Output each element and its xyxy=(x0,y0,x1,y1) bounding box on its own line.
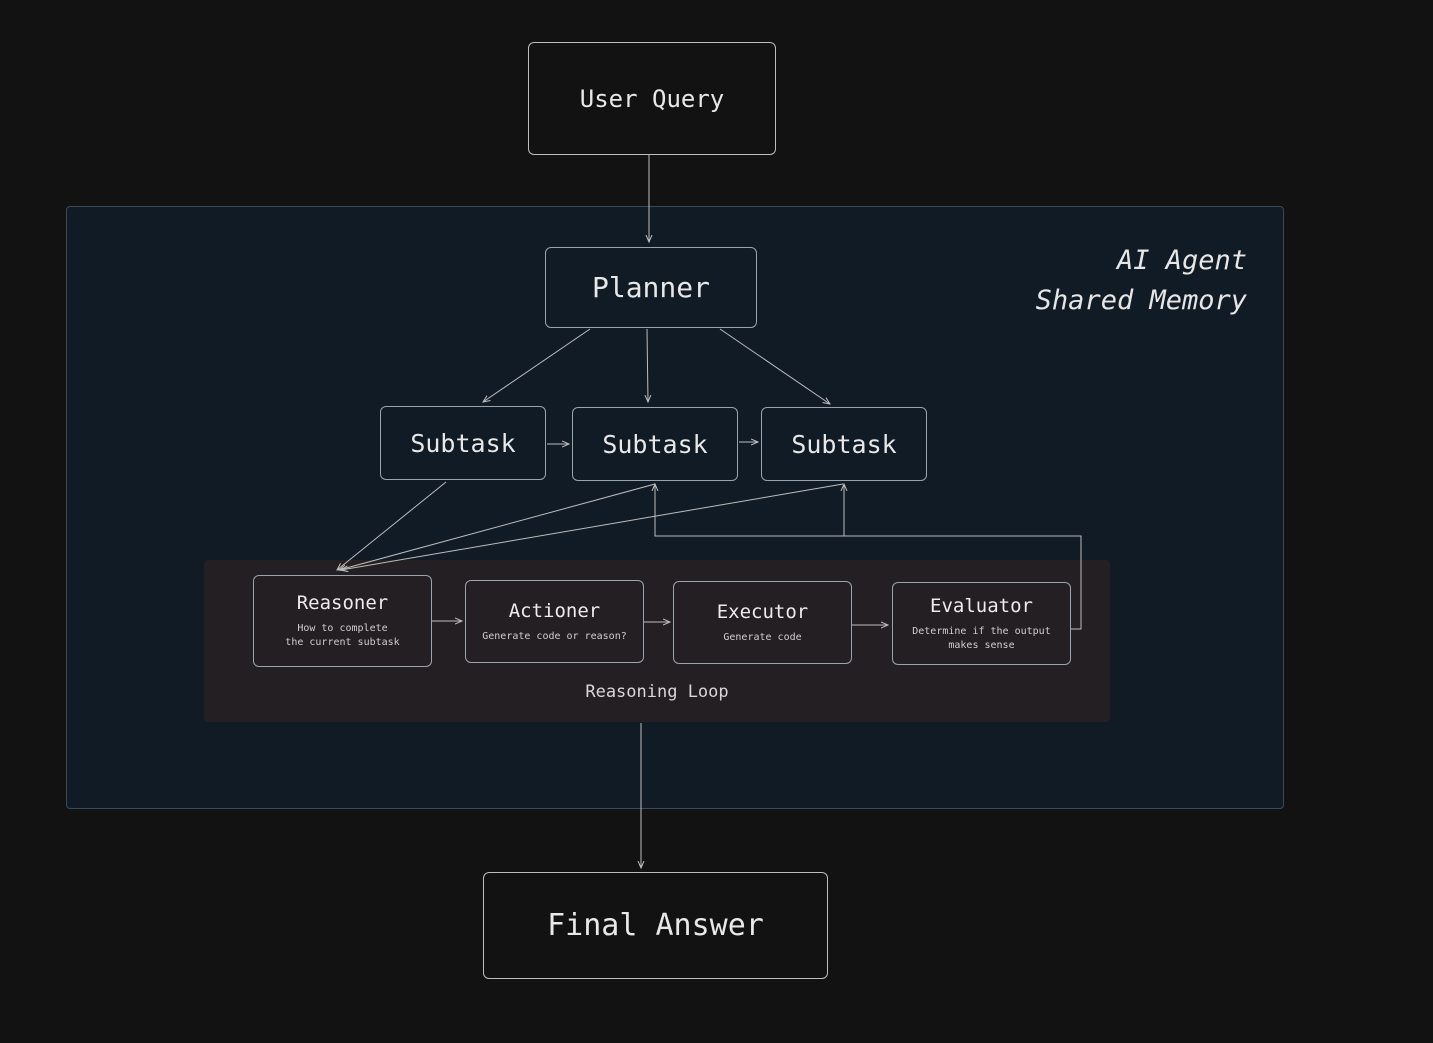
evaluator-node: Evaluator Determine if the output makes … xyxy=(892,582,1071,665)
reasoning-loop-label: Reasoning Loop xyxy=(585,682,729,702)
actioner-desc: Generate code or reason? xyxy=(482,630,627,642)
user-query-label: User Query xyxy=(579,84,725,113)
executor-name: Executor xyxy=(716,600,809,623)
subtask-label: Subtask xyxy=(791,429,897,459)
actioner-node: Actioner Generate code or reason? xyxy=(465,580,644,663)
executor-node: Executor Generate code xyxy=(673,581,852,664)
subtask-node-1: Subtask xyxy=(380,406,546,480)
agent-title-line2: Shared Memory xyxy=(1035,285,1247,316)
final-answer-node: Final Answer xyxy=(483,872,828,979)
user-query-node: User Query xyxy=(528,42,776,155)
final-answer-label: Final Answer xyxy=(547,908,764,943)
subtask-node-2: Subtask xyxy=(572,407,738,481)
evaluator-name: Evaluator xyxy=(930,594,1033,617)
subtask-node-3: Subtask xyxy=(761,407,927,481)
agent-title: AI Agent Shared Memory xyxy=(1036,241,1247,321)
actioner-name: Actioner xyxy=(508,599,601,622)
executor-desc: Generate code xyxy=(723,631,802,643)
subtask-label: Subtask xyxy=(602,429,708,459)
planner-node: Planner xyxy=(545,247,757,328)
planner-label: Planner xyxy=(591,271,710,304)
reasoner-node: Reasoner How to complete the current sub… xyxy=(253,575,432,667)
reasoner-desc: How to complete the current subtask xyxy=(285,623,400,648)
reasoner-name: Reasoner xyxy=(296,592,389,614)
agent-title-line1: AI Agent xyxy=(1116,245,1247,276)
evaluator-desc: Determine if the output makes sense xyxy=(912,625,1051,651)
subtask-label: Subtask xyxy=(410,428,516,458)
